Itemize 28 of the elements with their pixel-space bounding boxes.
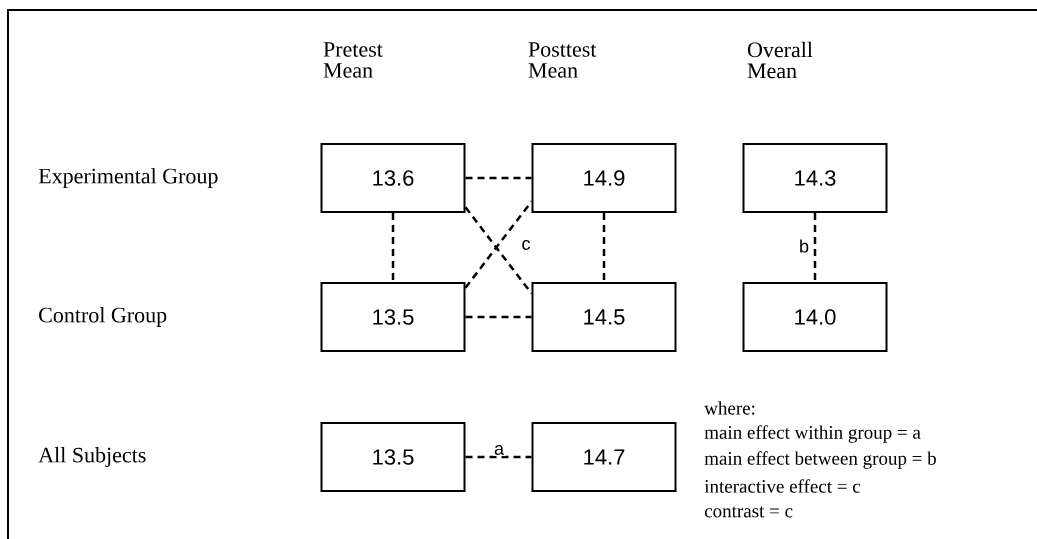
value-box: 13.5 xyxy=(320,422,466,492)
value-box: 14.9 xyxy=(531,143,677,213)
dashed-connector xyxy=(465,315,532,319)
text-label: Posttest Mean xyxy=(528,42,597,78)
text-label: Control Group xyxy=(39,307,167,327)
dashed-connector xyxy=(465,176,532,180)
text-label: main effect between group = b xyxy=(704,451,936,469)
text-label: Overall Mean xyxy=(747,41,813,79)
dashed-connector xyxy=(465,455,532,459)
edge-label: a xyxy=(493,444,505,456)
value-box: 14.3 xyxy=(742,143,888,213)
edge-label: b xyxy=(798,238,810,254)
text-label: Experimental Group xyxy=(38,168,218,188)
edge-label: c xyxy=(520,239,532,251)
value-box: 14.7 xyxy=(531,422,677,492)
text-label: interactive effect = c xyxy=(704,479,861,493)
value-box: 14.0 xyxy=(742,282,888,352)
dashed-connector xyxy=(813,213,817,282)
value-box: 14.5 xyxy=(531,282,677,352)
text-label: All Subjects xyxy=(38,447,146,467)
text-label: main effect within group = a xyxy=(704,425,921,443)
dashed-connector xyxy=(391,213,395,282)
text-label: Pretest Mean xyxy=(323,42,383,78)
text-label: contrast = c xyxy=(704,506,793,518)
value-box: 13.5 xyxy=(320,282,466,352)
text-label: where: xyxy=(704,401,755,415)
value-box: 13.6 xyxy=(320,143,466,213)
dashed-connector xyxy=(602,213,606,282)
